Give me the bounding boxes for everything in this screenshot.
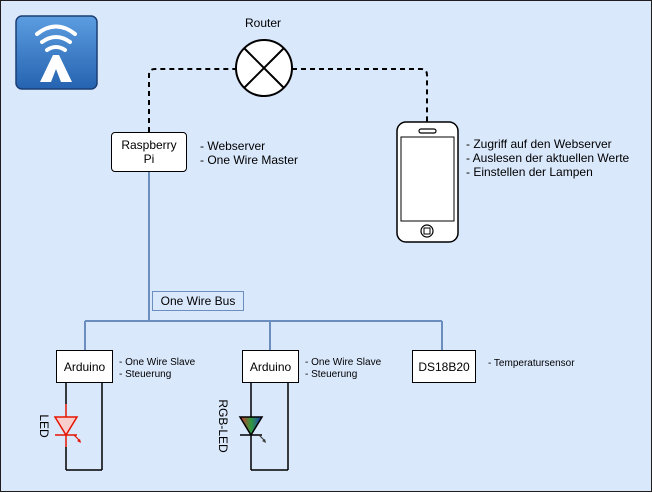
raspberry-pi-label-line1: Raspberry [121, 138, 177, 152]
led-red-icon [53, 404, 81, 447]
raspberry-pi-notes: - Webserver - One Wire Master [200, 139, 298, 167]
arduino-node-1: Arduino [56, 350, 113, 383]
router-icon [235, 39, 293, 97]
arduino-1-note-1: - One Wire Slave [119, 357, 196, 368]
raspberry-pi-label-line2: Pi [143, 152, 155, 166]
network-link-right [292, 68, 428, 122]
arduino-1-note-2: - Steuerung [119, 369, 172, 380]
led-label: LED [37, 414, 51, 438]
arduino-node-2: Arduino [242, 350, 299, 383]
phone-notes: - Zugriff auf den Webserver - Auslesen d… [466, 137, 629, 179]
arduino-2-notes: - One Wire Slave - Steuerung [305, 357, 381, 381]
ds18b20-node: DS18B20 [412, 350, 476, 383]
led-circuit-2 [250, 383, 289, 471]
rgb-led-label: RGB-LED [216, 399, 230, 453]
arduino-2-note-2: - Steuerung [305, 369, 358, 380]
router-label: Router [245, 16, 281, 30]
one-wire-bus-label: One Wire Bus [152, 291, 244, 311]
smartphone-icon [396, 121, 459, 243]
network-link-left [148, 68, 236, 132]
raspberry-pi-note-1: - Webserver [200, 139, 266, 153]
led-circuit-1 [65, 383, 103, 471]
ds18b20-note-1: - Temperatursensor [488, 358, 575, 369]
raspberry-pi-node: Raspberry Pi [111, 132, 187, 172]
ds18b20-notes: - Temperatursensor [488, 358, 575, 370]
arduino-2-note-1: - One Wire Slave [305, 357, 382, 368]
one-wire-bus-lines [84, 172, 443, 350]
app-logo-icon [15, 15, 98, 90]
phone-note-2: - Auslesen der aktuellen Werte [466, 151, 630, 165]
phone-note-3: - Einstellen der Lampen [466, 165, 593, 179]
arduino-1-notes: - One Wire Slave - Steuerung [119, 357, 195, 381]
phone-note-1: - Zugriff auf den Webserver [466, 137, 612, 151]
rgb-led-icon [238, 404, 266, 447]
raspberry-pi-note-2: - One Wire Master [200, 153, 299, 167]
